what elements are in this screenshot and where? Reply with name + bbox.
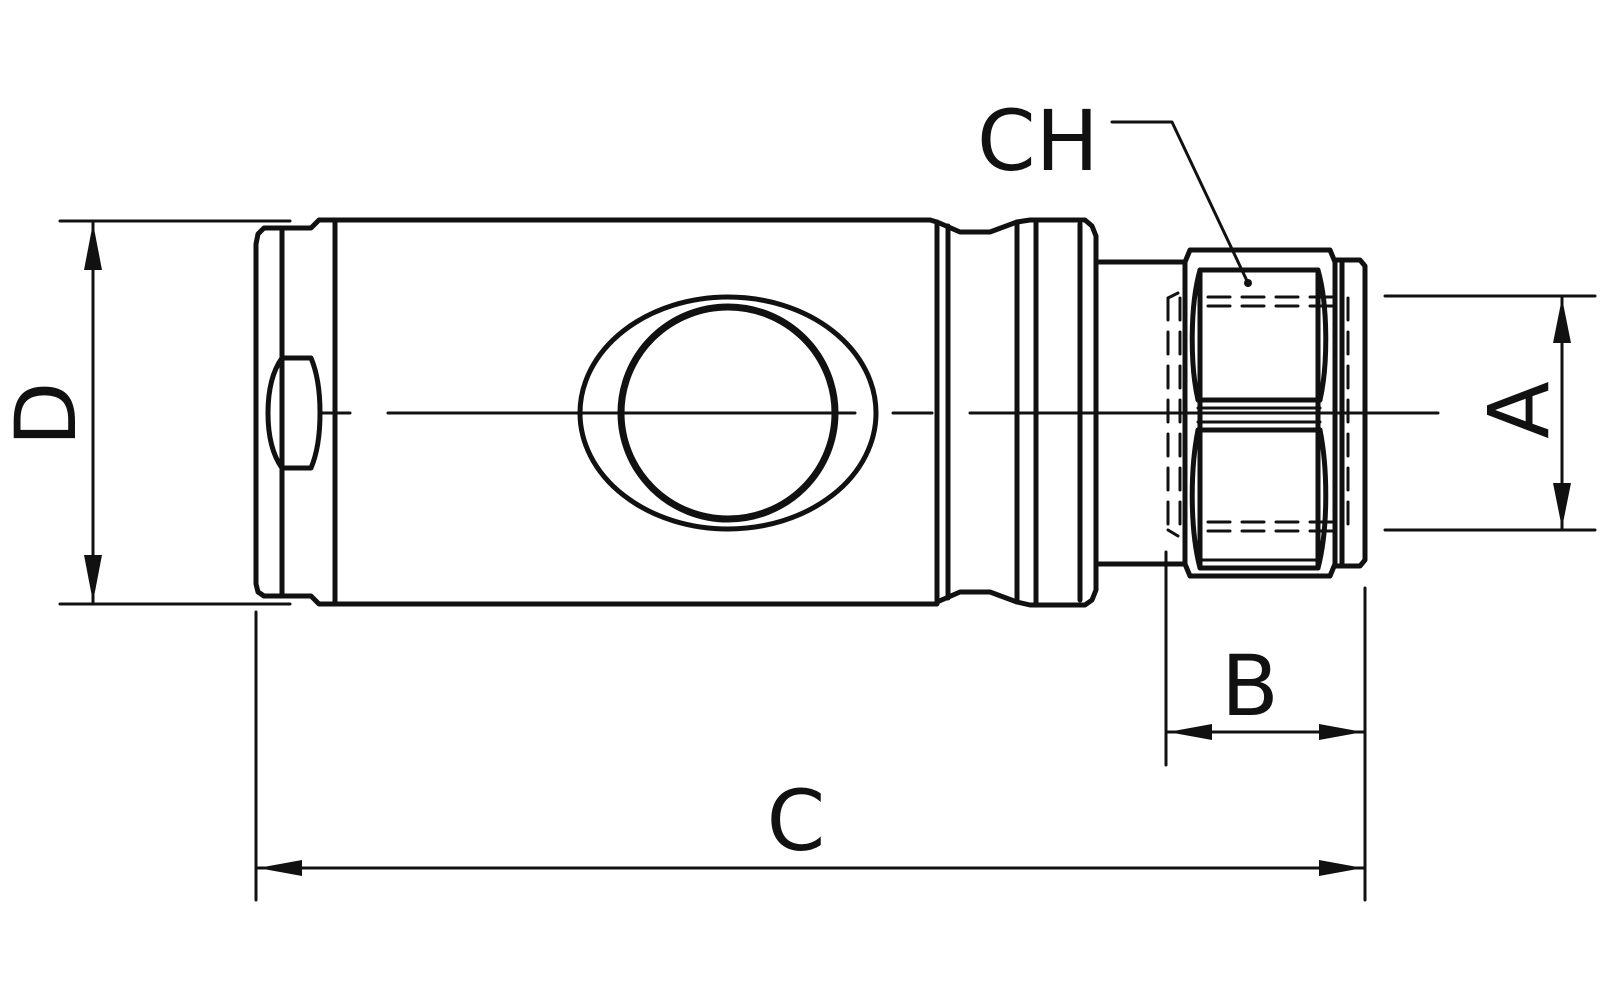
dimension-c [254, 610, 1367, 902]
hex-nut [1182, 247, 1368, 579]
central-port [577, 294, 879, 532]
label-ch: CH [977, 92, 1099, 190]
label-a: A [1470, 381, 1568, 438]
dimension-b [1164, 550, 1367, 902]
main-body [332, 217, 951, 607]
front-collar [253, 217, 338, 607]
label-b: B [1221, 637, 1279, 735]
ch-leader [1110, 120, 1252, 287]
label-d: D [0, 382, 95, 447]
label-c: C [767, 772, 826, 870]
ring-groove [934, 217, 1099, 608]
dimension-d [58, 219, 292, 606]
dimension-a [1383, 294, 1597, 532]
neck [1093, 259, 1188, 567]
hidden-thread [1166, 291, 1350, 538]
